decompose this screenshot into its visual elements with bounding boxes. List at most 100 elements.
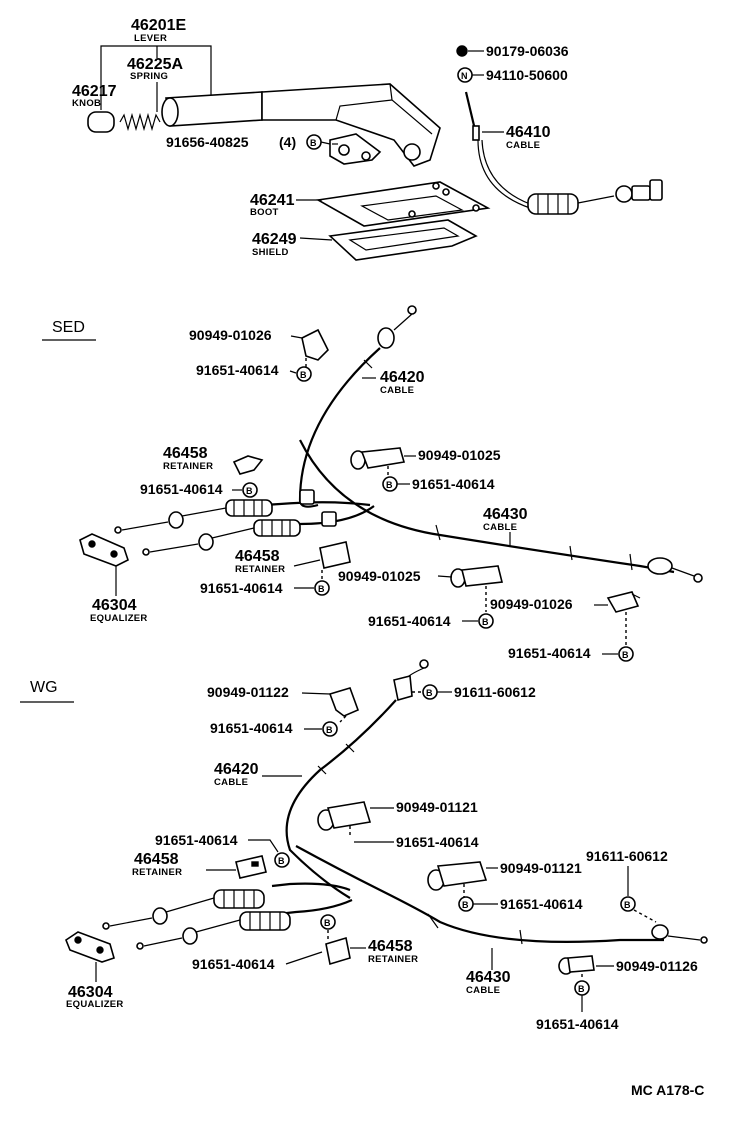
sed-cable-l-name: CABLE [380, 385, 414, 396]
wg-cable-l-part-number: 46420 [214, 761, 259, 778]
front-cable-name: CABLE [506, 140, 540, 151]
wg-clamp4-part [558, 955, 595, 975]
sed-bolt4-part-number: 91651-40614 [200, 580, 283, 596]
spring-name: SPRING [130, 71, 168, 82]
sed-bolt5-part-number: 91651-40614 [368, 613, 451, 629]
wg-equalizer-part [65, 931, 115, 963]
sed-cable-r-part-number: 46430 [483, 506, 528, 523]
sed-clamp4-part-number: 90949-01026 [490, 596, 573, 612]
knob-part [87, 111, 115, 133]
wg-bolt5-part-number: 91611-60612 [586, 848, 668, 864]
bolt-symbol: B [478, 613, 494, 629]
lever-part [165, 91, 263, 127]
sed-cables [114, 305, 703, 583]
wg-retainer1-part [235, 855, 267, 879]
svg-text:B: B [462, 900, 469, 910]
sed-bolt1-part-number: 91651-40614 [196, 362, 279, 378]
sed-bolt3-part-number: 91651-40614 [412, 476, 495, 492]
nut-90179-part-number: 90179-06036 [486, 43, 569, 59]
bolt-symbol: B [296, 366, 312, 382]
svg-text:B: B [326, 725, 333, 735]
front-cable-part [464, 91, 663, 215]
sed-retainer1-name: RETAINER [163, 461, 213, 472]
nut-90179-icon [456, 45, 468, 57]
sed-cable-r-name: CABLE [483, 522, 517, 533]
bolt-symbol: B [422, 684, 438, 700]
bolt-symbol: B [322, 721, 338, 737]
lever-name: LEVER [134, 33, 167, 44]
sed-bolt6-part-number: 91651-40614 [508, 645, 591, 661]
wg-bolt3-part-number: 91651-40614 [396, 834, 479, 850]
bolt-symbol: B [574, 980, 590, 996]
svg-text:B: B [426, 688, 433, 698]
sed-retainer2-part [319, 541, 351, 569]
bolt-symbol: B [620, 896, 636, 912]
boot-part [315, 181, 491, 227]
sed-retainer1-part-number: 46458 [163, 445, 208, 462]
figure-code: MC A178-C [631, 1082, 704, 1098]
wg-bolt7-part-number: 91651-40614 [192, 956, 275, 972]
svg-text:B: B [622, 650, 629, 660]
wg-clamp1-part [328, 687, 360, 717]
wg-bolt1-part-number: 91611-60612 [454, 684, 536, 700]
bolt-symbol: B [274, 852, 290, 868]
sed-bolt2-part-number: 91651-40614 [140, 481, 223, 497]
wg-bolt4-part-number: 91651-40614 [155, 832, 238, 848]
bolt-symbol: B [242, 482, 258, 498]
wg-clamp1-part-number: 90949-01122 [207, 684, 289, 700]
svg-text:B: B [482, 617, 489, 627]
sed-clamp-90949-01026-part [301, 328, 329, 361]
wg-retainer1-name: RETAINER [132, 867, 182, 878]
wg-retainer2-part-number: 46458 [368, 938, 413, 955]
svg-text:B: B [300, 370, 307, 380]
svg-text:B: B [318, 584, 325, 594]
boot-part-number: 46241 [250, 192, 295, 209]
sed-retainer2-name: RETAINER [235, 564, 285, 575]
svg-text:B: B [578, 984, 585, 994]
wg-clamp3-part [427, 861, 488, 891]
wg-clamp2-part-number: 90949-01121 [396, 799, 478, 815]
bolt-symbol: B [382, 476, 398, 492]
svg-text:B: B [324, 918, 331, 928]
bolt-symbol: B [458, 896, 474, 912]
sed-clamp4-part [606, 591, 641, 613]
bolt-symbol: B [320, 914, 336, 930]
wg-clamp2-part [317, 801, 372, 831]
wg-bolt8-part-number: 91651-40614 [536, 1016, 619, 1032]
svg-text:B: B [624, 900, 631, 910]
svg-text:N: N [461, 71, 468, 81]
nut-symbol: N [457, 67, 473, 83]
boot-name: BOOT [250, 207, 279, 218]
bolt-symbol: B [314, 580, 330, 596]
lever-assembly [87, 45, 441, 167]
bolt-91656-part-number: 91656-40825 [166, 134, 249, 150]
wg-cable-r-name: CABLE [466, 985, 500, 996]
svg-text:B: B [278, 856, 285, 866]
bolt-symbol: B [618, 646, 634, 662]
sed-clamp2-part-number: 90949-01025 [418, 447, 501, 463]
sed-equalizer-part-number: 46304 [92, 597, 137, 614]
sed-clamp3-part-number: 90949-01025 [338, 568, 421, 584]
bolt-91656-quantity: (4) [279, 134, 296, 150]
wg-clamp3-part-number: 90949-01121 [500, 860, 582, 876]
nut-94110-part-number: 94110-50600 [486, 67, 568, 83]
wg-clamp4-part-number: 90949-01126 [616, 958, 698, 974]
sed-retainer2-part-number: 46458 [235, 548, 280, 565]
front-cable-part-number: 46410 [506, 124, 551, 141]
shield-part-number: 46249 [252, 231, 297, 248]
spring-part-number: 46225A [127, 56, 183, 73]
sed-cable-l-part-number: 46420 [380, 369, 425, 386]
wg-retainer2-name: RETAINER [368, 954, 418, 965]
wg-cable-l-name: CABLE [214, 777, 248, 788]
wg-bolt6-part-number: 91651-40614 [500, 896, 583, 912]
wg-cables [102, 659, 708, 950]
sed-equalizer-name: EQUALIZER [90, 613, 148, 624]
sed-section-label: SED [52, 319, 85, 336]
sed-retainer1-part [232, 455, 264, 475]
shield-name: SHIELD [252, 247, 289, 258]
sed-clamp1-part-number: 90949-01026 [189, 327, 272, 343]
wg-retainer1-part-number: 46458 [134, 851, 179, 868]
spring-part [119, 112, 161, 132]
wg-equalizer-part-number: 46304 [68, 984, 113, 1001]
svg-text:B: B [310, 138, 317, 148]
